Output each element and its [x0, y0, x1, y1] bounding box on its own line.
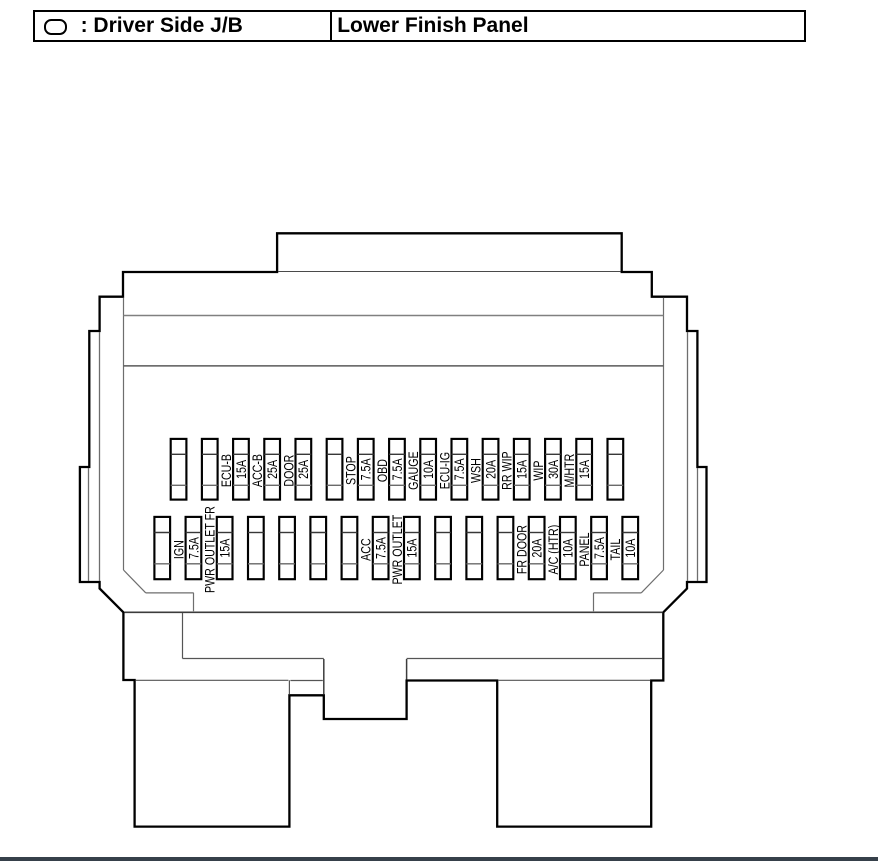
svg-text:DOOR: DOOR — [281, 455, 297, 487]
svg-text:ECU-B: ECU-B — [219, 454, 235, 487]
svg-text:25A: 25A — [265, 459, 281, 479]
svg-text:25A: 25A — [296, 459, 312, 479]
svg-text:OBD: OBD — [375, 459, 391, 482]
svg-text:ACC-B: ACC-B — [250, 454, 266, 487]
svg-text:15A: 15A — [514, 459, 530, 479]
svg-text:7.5A: 7.5A — [452, 458, 468, 481]
svg-text:TAIL: TAIL — [608, 539, 624, 561]
svg-text:A/C (HTR): A/C (HTR) — [545, 525, 561, 575]
svg-text:7.5A: 7.5A — [186, 537, 202, 560]
svg-text:M/HTR: M/HTR — [562, 454, 578, 488]
svg-text:PWR OUTLET: PWR OUTLET — [389, 514, 405, 584]
svg-text:RR WIP: RR WIP — [499, 451, 515, 489]
svg-text:20A: 20A — [529, 538, 545, 558]
svg-text:FR DOOR: FR DOOR — [514, 525, 530, 574]
svg-text:7.5A: 7.5A — [389, 458, 405, 481]
svg-text:10A: 10A — [623, 538, 639, 558]
svg-text:WIP: WIP — [531, 461, 547, 481]
svg-text:15A: 15A — [577, 459, 593, 479]
svg-text:STOP: STOP — [343, 456, 359, 485]
svg-text:IGN: IGN — [171, 540, 187, 559]
svg-text:GAUGE: GAUGE — [406, 451, 422, 489]
svg-text:15A: 15A — [404, 538, 420, 558]
svg-text:PANEL: PANEL — [577, 532, 593, 566]
svg-text:15A: 15A — [233, 459, 249, 479]
svg-text:ECU-IG: ECU-IG — [437, 452, 453, 489]
svg-text:10A: 10A — [560, 538, 576, 558]
svg-text:10A: 10A — [421, 459, 437, 479]
svg-text:30A: 30A — [545, 459, 561, 479]
svg-text:WSH: WSH — [468, 458, 484, 483]
svg-text:7.5A: 7.5A — [592, 537, 608, 560]
svg-text:PWR OUTLET FR: PWR OUTLET FR — [202, 506, 218, 593]
svg-text:15A: 15A — [217, 538, 233, 558]
svg-text:20A: 20A — [483, 459, 499, 479]
svg-text:ACC: ACC — [358, 538, 374, 561]
svg-text:7.5A: 7.5A — [373, 537, 389, 560]
svg-text:7.5A: 7.5A — [358, 458, 374, 481]
